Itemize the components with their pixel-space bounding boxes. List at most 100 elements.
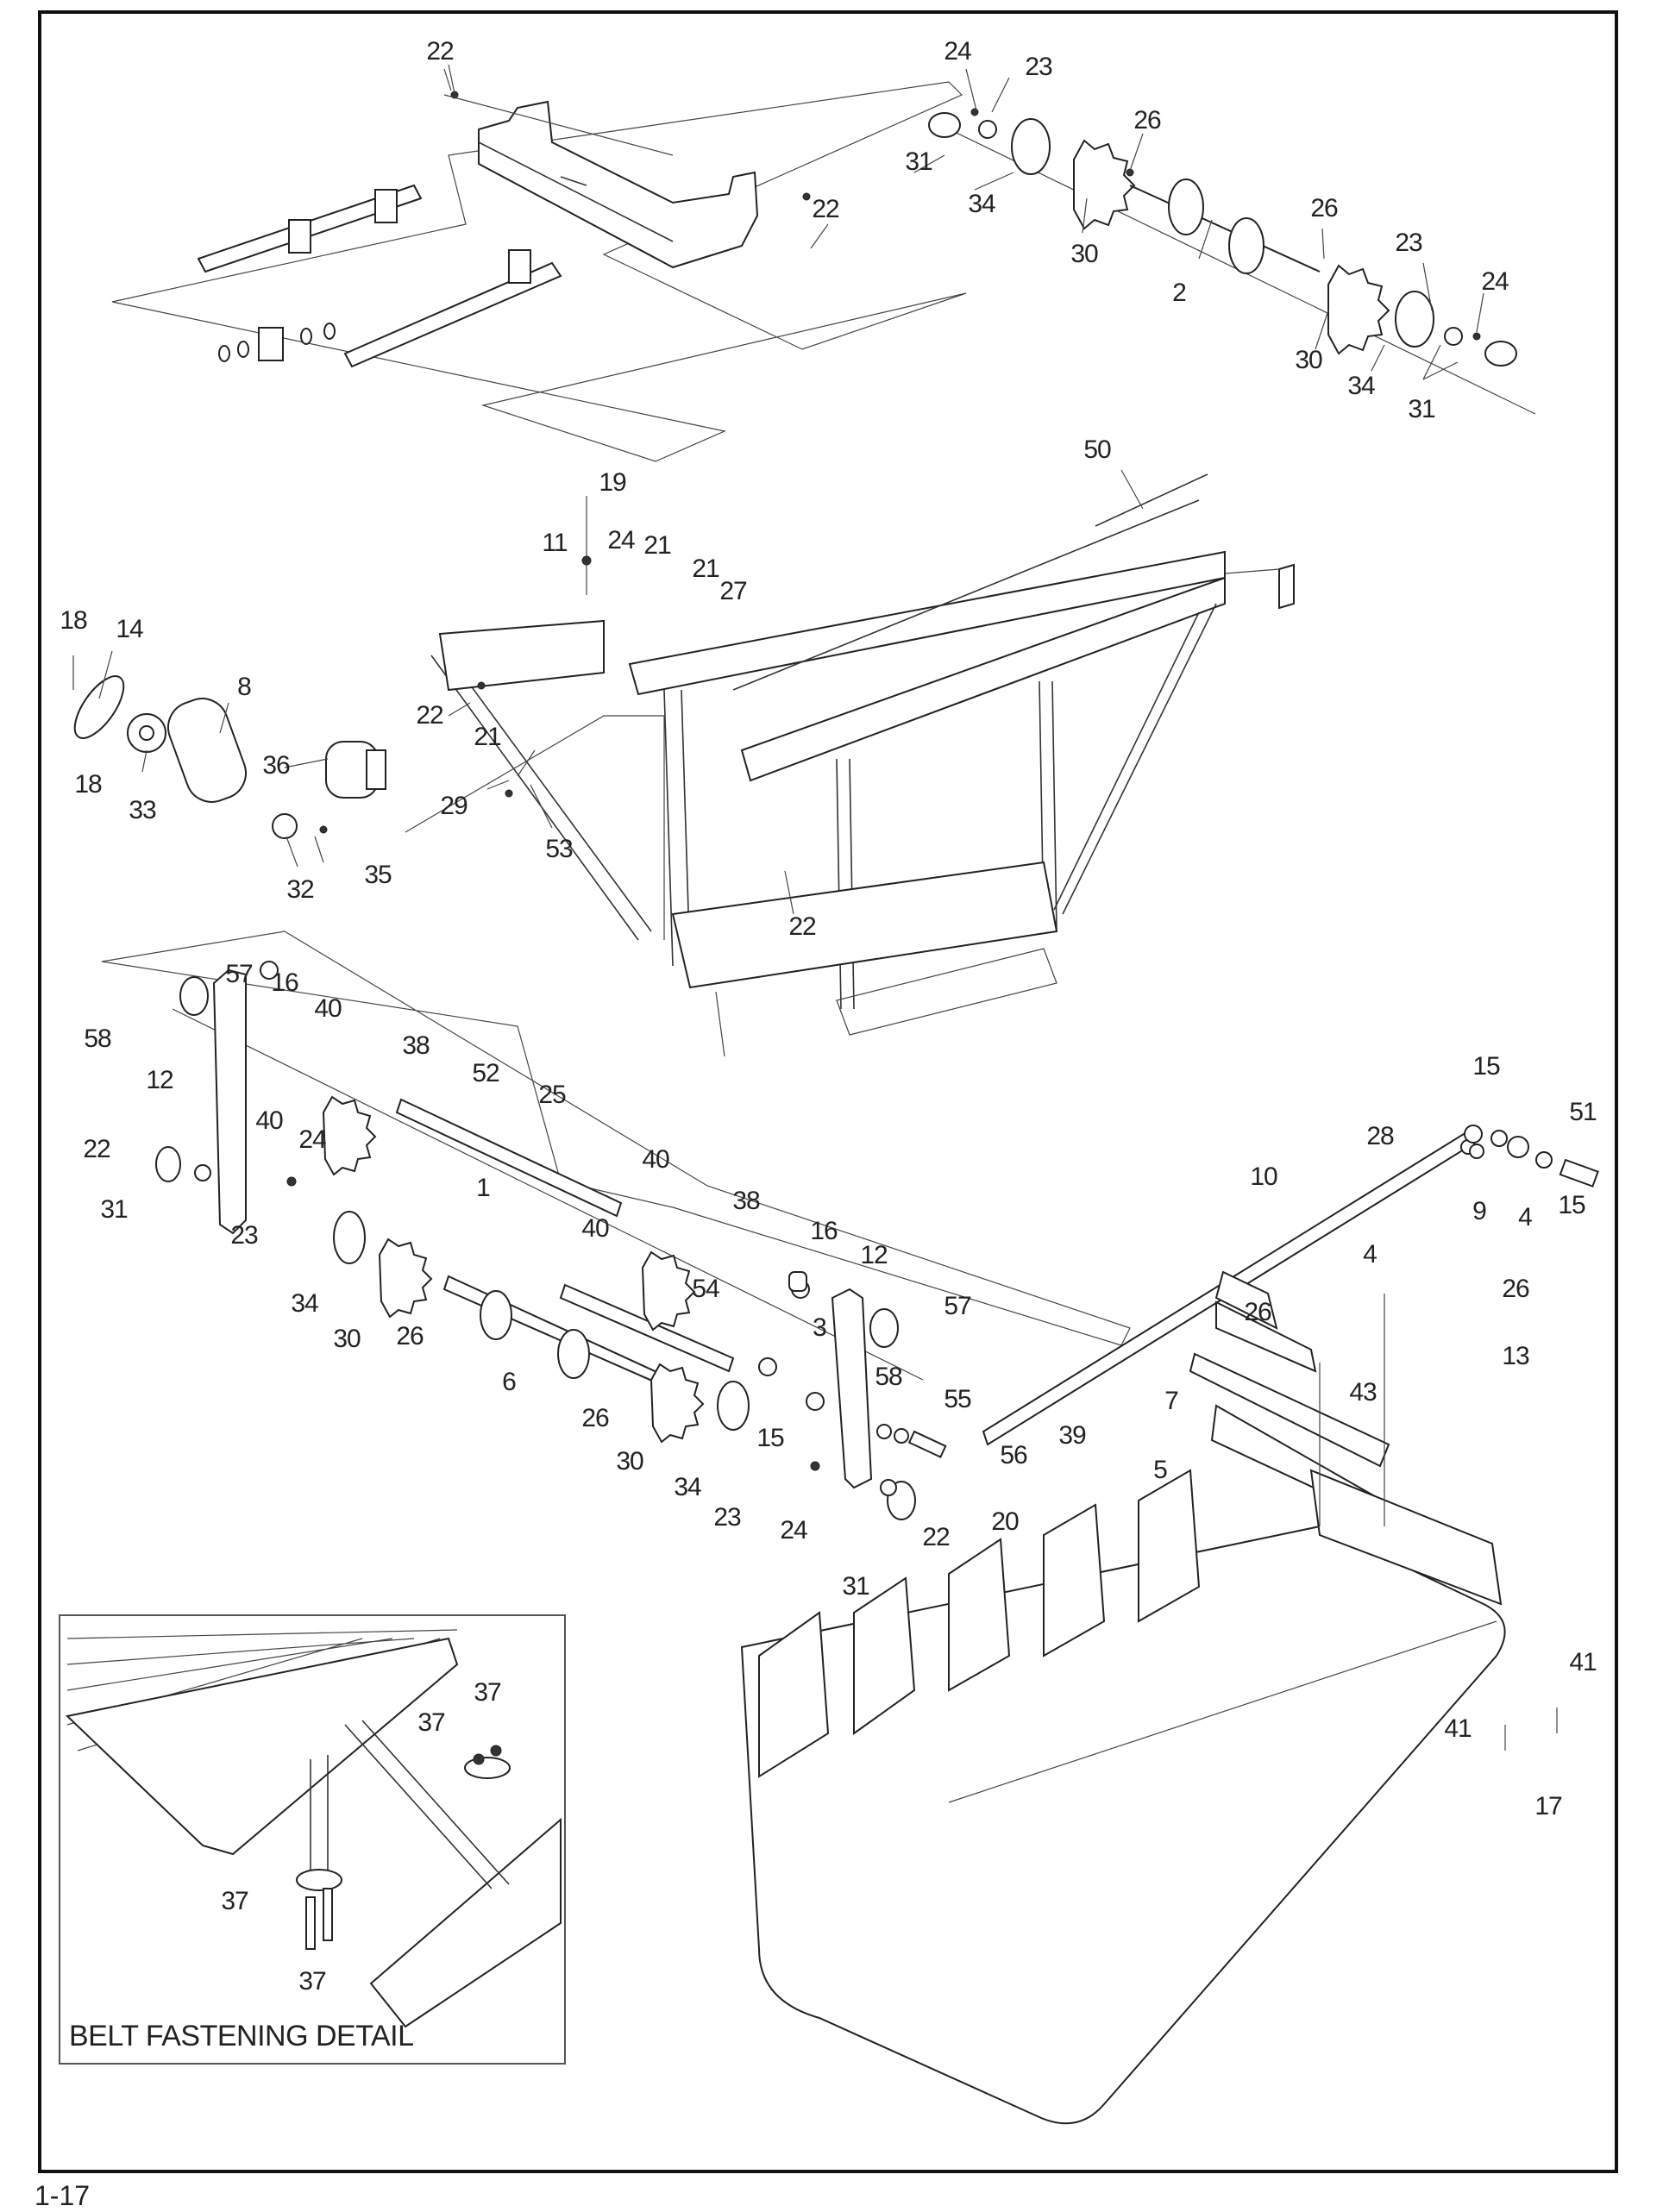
leader-lines	[72, 64, 1484, 915]
callout-38: 38	[732, 1187, 760, 1215]
callout-37: 37	[298, 1967, 326, 1996]
callout-3: 3	[813, 1313, 827, 1342]
callout-36: 36	[262, 751, 290, 780]
inset-title: BELT FASTENING DETAIL	[69, 2020, 414, 2052]
conveyor-belt	[740, 1294, 1558, 2125]
callout-58: 58	[875, 1363, 902, 1391]
callout-30: 30	[1295, 346, 1322, 374]
callout-24: 24	[780, 1516, 807, 1545]
callout-24: 24	[944, 37, 971, 66]
callout-57: 57	[225, 960, 253, 988]
callout-58: 58	[84, 1025, 111, 1053]
callout-9: 9	[1472, 1197, 1487, 1225]
tension-rod-assembly	[982, 1125, 1599, 1532]
callout-24: 24	[298, 1125, 326, 1154]
callout-18: 18	[60, 606, 87, 635]
callout-21: 21	[643, 531, 671, 560]
callout-40: 40	[314, 994, 342, 1023]
callout-55: 55	[944, 1385, 971, 1413]
callout-41: 41	[1569, 1648, 1597, 1676]
callout-22: 22	[83, 1135, 110, 1163]
callout-27: 27	[719, 577, 747, 605]
callout-32: 32	[286, 875, 314, 904]
callout-34: 34	[291, 1289, 318, 1318]
callout-16: 16	[810, 1217, 838, 1245]
callout-23: 23	[1395, 229, 1422, 257]
callout-37: 37	[417, 1708, 445, 1737]
callout-14: 14	[116, 615, 143, 643]
callout-57: 57	[944, 1292, 971, 1320]
callout-20: 20	[991, 1507, 1019, 1536]
callout-6: 6	[502, 1368, 517, 1396]
callout-25: 25	[538, 1081, 566, 1109]
callout-37: 37	[474, 1678, 501, 1707]
callout-24: 24	[1481, 267, 1509, 296]
callout-17: 17	[1534, 1792, 1562, 1820]
callout-56: 56	[1000, 1441, 1027, 1469]
callout-53: 53	[545, 835, 573, 863]
callout-22: 22	[788, 912, 816, 941]
callout-19: 19	[599, 468, 626, 497]
callout-5: 5	[1153, 1456, 1168, 1484]
callout-43: 43	[1349, 1378, 1377, 1407]
callout-40: 40	[642, 1145, 669, 1174]
callout-26: 26	[1310, 194, 1338, 222]
callout-29: 29	[440, 792, 468, 820]
belt-fastening-detail-drawing	[65, 1629, 562, 2028]
callout-26: 26	[581, 1404, 609, 1432]
callout-23: 23	[230, 1221, 258, 1250]
callout-12: 12	[146, 1066, 173, 1094]
callout-31: 31	[842, 1572, 869, 1601]
callout-52: 52	[472, 1059, 499, 1087]
callout-28: 28	[1366, 1122, 1394, 1150]
callout-22: 22	[426, 37, 454, 66]
callout-31: 31	[905, 147, 932, 176]
main-frame	[405, 473, 1295, 1057]
callout-54: 54	[692, 1275, 719, 1303]
callout-7: 7	[1164, 1387, 1179, 1415]
callout-34: 34	[674, 1473, 701, 1501]
callout-33: 33	[129, 796, 156, 824]
callout-4: 4	[1363, 1240, 1377, 1269]
callout-21: 21	[474, 723, 501, 751]
callout-39: 39	[1058, 1421, 1086, 1450]
callout-26: 26	[396, 1322, 424, 1350]
callout-40: 40	[581, 1214, 609, 1243]
callout-15: 15	[756, 1424, 784, 1452]
callout-26: 26	[1502, 1275, 1529, 1303]
drive-components	[73, 496, 592, 839]
callout-50: 50	[1083, 436, 1111, 464]
callout-23: 23	[1025, 53, 1052, 81]
callout-21: 21	[692, 555, 719, 583]
callout-26: 26	[1244, 1298, 1271, 1326]
callout-13: 13	[1502, 1342, 1529, 1370]
top-shaft-assembly	[928, 108, 1536, 415]
callout-30: 30	[1070, 240, 1098, 268]
callout-15: 15	[1558, 1191, 1585, 1219]
callout-26: 26	[1133, 106, 1161, 135]
callout-31: 31	[1408, 395, 1435, 423]
callout-40: 40	[255, 1106, 283, 1135]
page-number: 1-17	[35, 2180, 91, 2211]
callout-34: 34	[1347, 372, 1375, 400]
callout-37: 37	[221, 1887, 248, 1915]
callout-30: 30	[616, 1447, 643, 1476]
callout-51: 51	[1569, 1098, 1597, 1126]
callout-34: 34	[968, 190, 995, 218]
callout-2: 2	[1172, 279, 1187, 307]
callout-12: 12	[860, 1241, 888, 1269]
callout-30: 30	[333, 1325, 361, 1353]
callout-31: 31	[100, 1195, 128, 1224]
callout-16: 16	[271, 968, 298, 997]
callout-35: 35	[364, 861, 392, 889]
callout-4: 4	[1518, 1203, 1533, 1231]
callout-41: 41	[1444, 1714, 1472, 1743]
callout-23: 23	[713, 1503, 741, 1532]
callout-22: 22	[922, 1523, 950, 1551]
callout-38: 38	[402, 1031, 430, 1060]
callout-18: 18	[74, 770, 102, 799]
callout-22: 22	[416, 701, 443, 730]
diagram-border	[38, 10, 1618, 2173]
callout-24: 24	[607, 526, 635, 555]
